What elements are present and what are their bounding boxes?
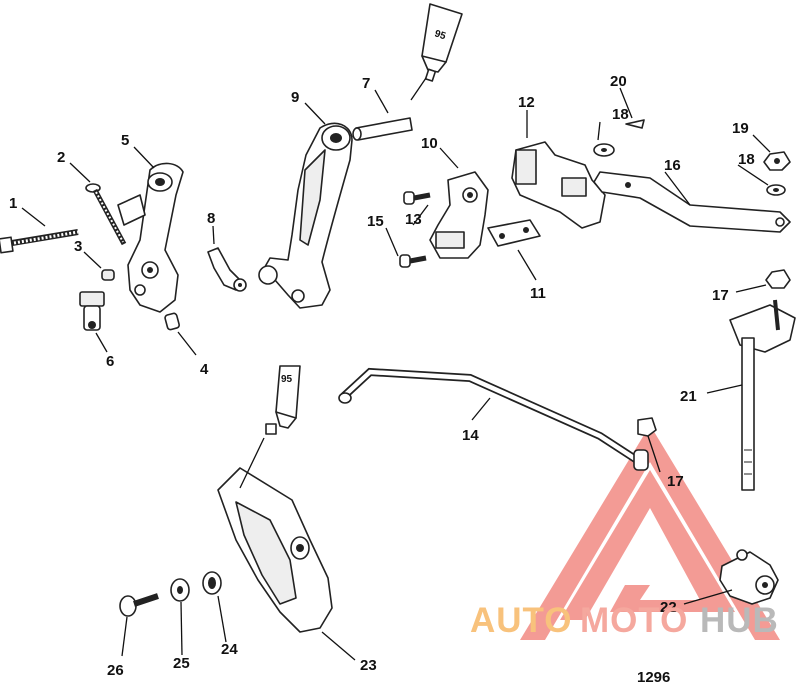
- callout-19: 19: [732, 120, 749, 137]
- callout-10: 10: [421, 135, 438, 152]
- nut-19: [763, 151, 791, 171]
- watermark-auto: AUTO: [470, 601, 573, 640]
- linkage-22: [719, 549, 779, 605]
- callout-15: 15: [367, 213, 384, 230]
- watermark-triangle: [520, 425, 780, 640]
- plate-11: [487, 219, 541, 247]
- nut-17a: [765, 269, 791, 289]
- watermark-moto: MOTO: [580, 601, 688, 640]
- callout-23: 23: [360, 657, 377, 674]
- callout-13: 13: [405, 211, 422, 228]
- callout-12: 12: [518, 94, 535, 111]
- callout-18b: 18: [738, 151, 755, 168]
- pin-20: [625, 119, 645, 129]
- callout-6: 6: [106, 353, 114, 370]
- tube-label-lower: 95: [281, 374, 293, 385]
- screws-13-15: [399, 191, 431, 268]
- callout-labels: 1 2 3 4 5 6 7 8 9 10 11 12 13 15 16 17 1…: [9, 73, 755, 679]
- callout-20: 20: [610, 73, 627, 90]
- sleeve-7: [352, 117, 413, 141]
- callout-11: 11: [530, 285, 546, 302]
- bushing-24: [202, 571, 222, 595]
- callout-7: 7: [362, 75, 370, 92]
- callout-3: 3: [74, 238, 82, 255]
- callout-9: 9: [291, 89, 299, 106]
- callout-22: 22: [660, 599, 677, 616]
- lever-10: [429, 171, 489, 259]
- nut-3: [101, 269, 115, 281]
- link-8: [207, 247, 247, 292]
- cam-arm-9: [258, 122, 353, 309]
- callout-2: 2: [57, 149, 65, 166]
- callout-14: 14: [462, 427, 479, 444]
- callout-24: 24: [221, 641, 238, 658]
- cam-12: [511, 141, 606, 229]
- sealant-tube-lower: 95: [265, 365, 301, 435]
- washer-25: [170, 578, 190, 602]
- diagram-id: 1296: [637, 669, 670, 684]
- tube-label-top: 95: [433, 28, 447, 42]
- callout-5: 5: [121, 132, 129, 149]
- bracket-5: [117, 162, 184, 313]
- screw-2: [85, 183, 127, 246]
- screw-26: [119, 593, 159, 617]
- callout-8: 8: [207, 210, 215, 227]
- callout-16: 16: [664, 157, 681, 174]
- callout-1: 1: [9, 195, 17, 212]
- callout-26: 26: [107, 662, 124, 679]
- callout-21: 21: [680, 388, 697, 405]
- clip-6: [79, 291, 105, 331]
- callout-17a: 17: [712, 287, 729, 304]
- leader-lines: [21, 77, 771, 661]
- watermark-hub: HUB: [700, 601, 779, 640]
- cover-23: [217, 467, 333, 633]
- shaft-21: [729, 299, 796, 491]
- bushing-4: [164, 312, 180, 331]
- link-arm-16: [593, 171, 791, 233]
- sealant-tube-top: 95: [421, 3, 463, 82]
- watermark-wordmark: AUTO MOTO HUB: [470, 601, 779, 640]
- callout-17b: 17: [667, 473, 684, 490]
- nut-17b: [637, 417, 657, 437]
- callout-18a: 18: [612, 106, 629, 123]
- bolt-1: [0, 229, 79, 254]
- callout-25: 25: [173, 655, 190, 672]
- rod-14: [338, 367, 649, 471]
- callout-4: 4: [200, 361, 209, 378]
